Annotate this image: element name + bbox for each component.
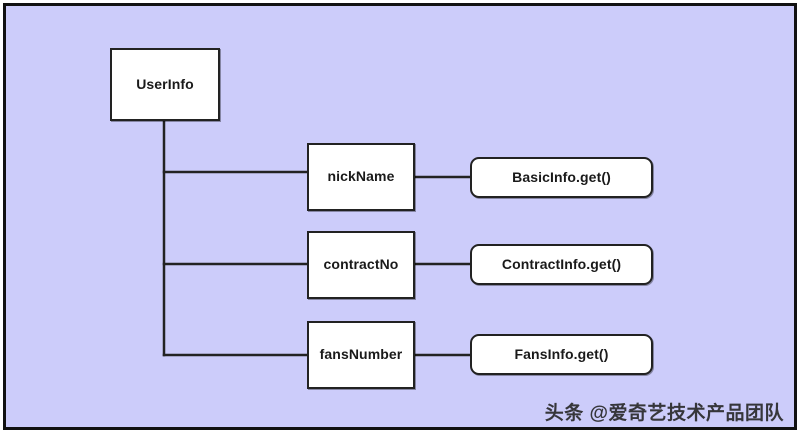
node-contract-no[interactable]: contractNo [307,231,415,299]
node-fans-info-get-label: FansInfo.get() [514,345,609,362]
node-contract-info-get[interactable]: ContractInfo.get() [470,244,653,285]
node-user-info-label: UserInfo [136,75,194,92]
node-basic-info-get-label: BasicInfo.get() [512,168,611,185]
node-basic-info-get[interactable]: BasicInfo.get() [470,157,653,198]
watermark-text: 头条 @爱奇艺技术产品团队 [544,403,784,424]
node-nick-name-label: nickName [327,168,395,185]
node-contract-no-label: contractNo [323,256,399,273]
node-user-info[interactable]: UserInfo [110,48,220,121]
node-fans-info-get[interactable]: FansInfo.get() [470,334,653,375]
node-nick-name[interactable]: nickName [307,143,415,211]
node-contract-info-get-label: ContractInfo.get() [501,255,622,272]
node-fans-number-label: fansNumber [319,346,403,363]
node-fans-number[interactable]: fansNumber [307,321,415,389]
